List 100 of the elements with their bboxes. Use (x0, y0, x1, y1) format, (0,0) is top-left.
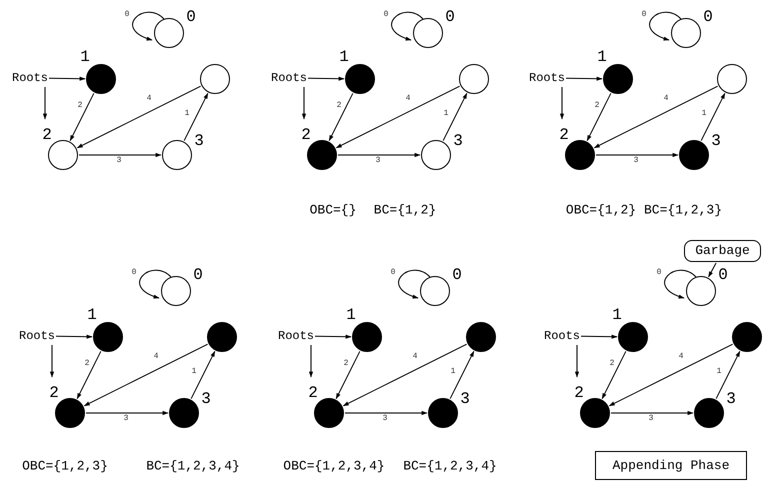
arrow (308, 344, 314, 378)
arrow (344, 410, 428, 416)
edge-label: 0 (390, 269, 396, 277)
set-label: BC={1,2,3} (644, 204, 722, 216)
node-number: 0 (193, 267, 203, 283)
edge-label: 2 (84, 360, 90, 368)
roots-label: Roots (19, 329, 55, 343)
node-number: 3 (711, 133, 721, 149)
node-number: 0 (186, 9, 196, 25)
node-number: 2 (559, 127, 569, 143)
edge-label: 1 (450, 368, 456, 376)
arrow (608, 344, 734, 406)
node-number: 2 (42, 127, 52, 143)
node-number: 3 (453, 133, 463, 149)
arrow (594, 86, 718, 148)
edge-label: 4 (678, 353, 684, 361)
arrow (76, 350, 102, 400)
arrow (700, 92, 726, 142)
arrow (308, 76, 345, 81)
edge-label: 3 (382, 415, 388, 423)
edge-label: 3 (122, 415, 130, 423)
edge-label: 0 (382, 11, 390, 19)
arrow (70, 92, 94, 142)
arrow (450, 350, 474, 400)
arrow (342, 344, 468, 406)
arrow (708, 262, 717, 278)
node-number: 2 (301, 127, 311, 143)
arrow (338, 152, 421, 158)
node-number: 3 (194, 133, 204, 149)
set-label: BC={1,2} (374, 204, 436, 216)
arrow (314, 334, 352, 339)
arrow (76, 86, 202, 148)
edge-label: 4 (404, 95, 412, 103)
node-number: 1 (612, 307, 622, 323)
set-label: BC={1,2,3,4} (403, 460, 497, 472)
self-loop-arrow (139, 270, 172, 298)
edge-label: 1 (190, 368, 198, 376)
edge-label: 1 (442, 110, 450, 118)
arrow (560, 86, 564, 120)
node-number: 0 (445, 9, 455, 25)
arrow (328, 92, 354, 142)
phase-box: Appending Phase (595, 451, 747, 480)
node-number: 3 (460, 391, 470, 407)
set-label: BC={1,2,3,4} (146, 460, 240, 472)
node-number: 1 (597, 49, 607, 65)
self-loop-arrow (391, 12, 424, 40)
edge-label: 0 (130, 269, 138, 277)
arrow (596, 152, 679, 158)
set-label: OBC={} (310, 204, 356, 216)
edge-label: 3 (632, 157, 640, 165)
edge-label: 1 (716, 368, 722, 376)
node-number: 2 (49, 385, 59, 401)
arrow (566, 76, 603, 81)
edge-label: 0 (124, 11, 130, 19)
node-number: 1 (80, 49, 90, 65)
edge-label: 1 (700, 110, 708, 118)
roots-label: Roots (12, 71, 48, 85)
arrow (48, 76, 86, 81)
self-loop-arrow (132, 12, 164, 40)
roots-label: Roots (278, 329, 314, 343)
edge-label: 2 (76, 102, 84, 110)
self-loop-arrow (664, 270, 696, 298)
edge-label: 0 (640, 11, 648, 19)
node-number: 1 (339, 49, 349, 65)
roots-label: Roots (529, 71, 565, 85)
set-label: OBC={1,2} (566, 204, 636, 216)
edge-label: 4 (412, 353, 418, 361)
arrow (190, 350, 216, 400)
arrow (184, 92, 208, 142)
arrow (442, 92, 468, 142)
set-label: OBC={1,2,3} (22, 460, 108, 472)
arrow (84, 344, 208, 406)
roots-label: Roots (271, 71, 307, 85)
arrow (78, 152, 162, 158)
edge-label: 3 (374, 157, 382, 165)
edge-label: 2 (336, 102, 342, 110)
edge-label: 1 (184, 110, 190, 118)
node-number: 2 (308, 385, 318, 401)
arrow (610, 410, 694, 416)
edge-label: 4 (662, 95, 670, 103)
arrow (336, 350, 360, 400)
node-number: 1 (87, 307, 97, 323)
node-number: 1 (346, 307, 356, 323)
edge-label: 3 (116, 157, 122, 165)
edge-label: 2 (608, 360, 616, 368)
node-number: 0 (718, 267, 728, 283)
node-number: 0 (703, 9, 713, 25)
node-number: 3 (726, 391, 736, 407)
edge-label: 0 (656, 269, 662, 277)
arrow (716, 350, 740, 400)
node-number: 0 (452, 267, 462, 283)
arrow (602, 350, 626, 400)
arrow (586, 92, 612, 142)
roots-label: Roots (544, 329, 580, 343)
set-label: OBC={1,2,3,4} (283, 460, 385, 472)
callout-box: Garbage (684, 240, 761, 262)
self-loop-arrow (649, 12, 682, 40)
node-number: 2 (574, 385, 584, 401)
arrow (336, 86, 460, 148)
arrow (86, 410, 169, 416)
